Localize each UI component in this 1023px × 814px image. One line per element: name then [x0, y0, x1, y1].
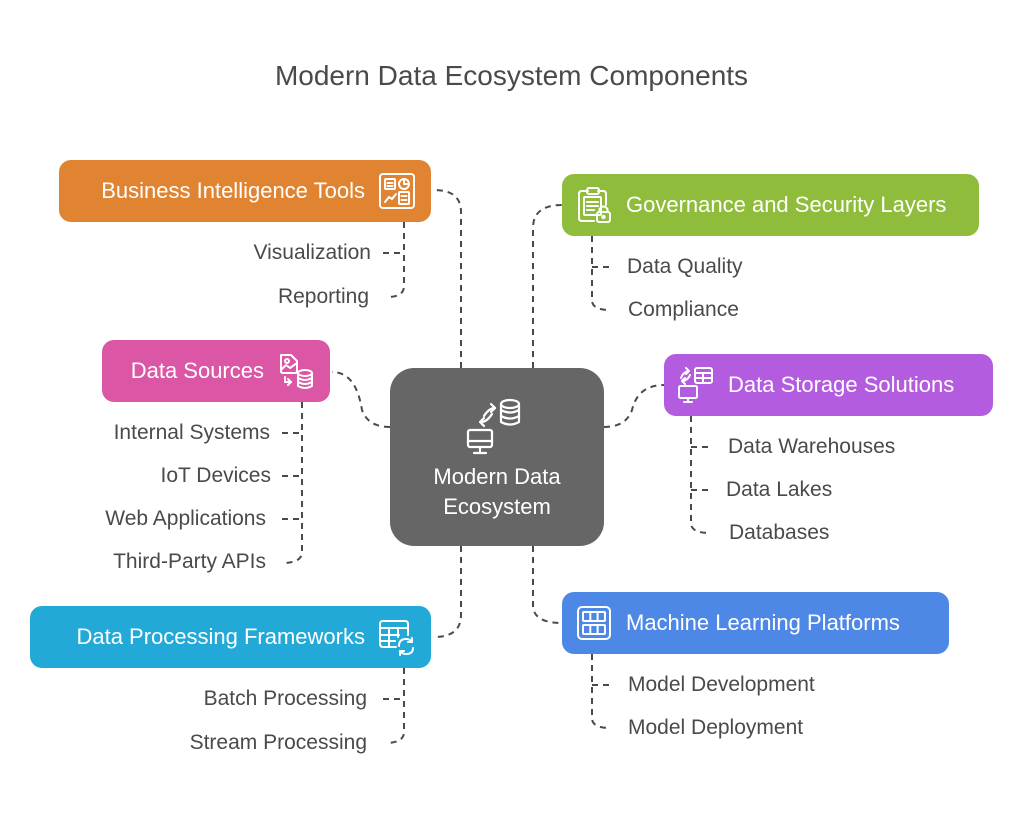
central-node-label-line2: Ecosystem — [443, 494, 551, 519]
node-label: Business Intelligence Tools — [101, 178, 365, 203]
leaf-third-party-apis: Third-Party APIs — [113, 550, 266, 573]
central-node-label-line1: Modern Data — [433, 464, 561, 489]
file-to-database-icon — [280, 354, 313, 389]
leaf-model-development: Model Development — [628, 673, 815, 696]
node-label: Data Processing Frameworks — [76, 624, 365, 649]
node-machine-learning-platforms[interactable]: Machine Learning Platforms — [562, 592, 949, 654]
leaf-databases: Databases — [729, 521, 830, 544]
grid-panel-icon — [577, 606, 611, 640]
connector-ml-children — [591, 654, 611, 729]
node-governance-security-layers[interactable]: Governance and Security Layers — [562, 174, 979, 236]
leaf-model-deployment: Model Deployment — [628, 716, 804, 739]
node-data-storage-solutions[interactable]: Data Storage Solutions — [664, 354, 993, 416]
central-node[interactable]: Modern Data Ecosystem — [390, 368, 604, 546]
connector-storage-children — [690, 416, 711, 534]
node-label: Data Sources — [130, 358, 264, 383]
connector-sources-children — [284, 402, 303, 564]
connector-bi-children — [389, 222, 405, 298]
node-label: Governance and Security Layers — [626, 192, 947, 217]
leaf-data-warehouses: Data Warehouses — [728, 435, 896, 458]
connector-center-storage — [603, 384, 665, 428]
table-refresh-icon — [379, 620, 414, 656]
connector-center-bi — [433, 189, 462, 368]
leaf-compliance: Compliance — [628, 298, 739, 321]
leaf-reporting: Reporting — [277, 285, 369, 308]
node-label: Machine Learning Platforms — [626, 610, 900, 635]
connector-center-governance — [532, 204, 563, 368]
connector-center-processing — [433, 546, 462, 638]
leaf-internal-systems: Internal Systems — [113, 421, 270, 444]
node-data-sources[interactable]: Data Sources — [102, 340, 330, 402]
data-sync-icon — [466, 398, 521, 455]
leaf-stream-processing: Stream Processing — [189, 731, 367, 754]
leaf-data-lakes: Data Lakes — [726, 478, 833, 501]
leaf-data-quality: Data Quality — [627, 255, 743, 278]
leaf-visualization: Visualization — [253, 241, 371, 264]
leaf-web-applications: Web Applications — [105, 507, 266, 530]
monitor-table-sync-icon — [678, 367, 713, 403]
leaf-batch-processing: Batch Processing — [203, 687, 367, 710]
connector-governance-children — [591, 236, 611, 311]
node-label: Data Storage Solutions — [728, 372, 955, 397]
connector-center-ml — [532, 546, 563, 624]
leaf-iot-devices: IoT Devices — [160, 464, 272, 487]
diagram-title: Modern Data Ecosystem Components — [274, 60, 749, 91]
connector-processing-children — [387, 668, 405, 744]
node-data-processing-frameworks[interactable]: Data Processing Frameworks — [30, 606, 431, 668]
clipboard-lock-icon — [578, 187, 611, 223]
dashboard-icon — [379, 173, 415, 209]
connector-center-sources — [331, 371, 391, 428]
node-business-intelligence-tools[interactable]: Business Intelligence Tools — [59, 160, 431, 222]
